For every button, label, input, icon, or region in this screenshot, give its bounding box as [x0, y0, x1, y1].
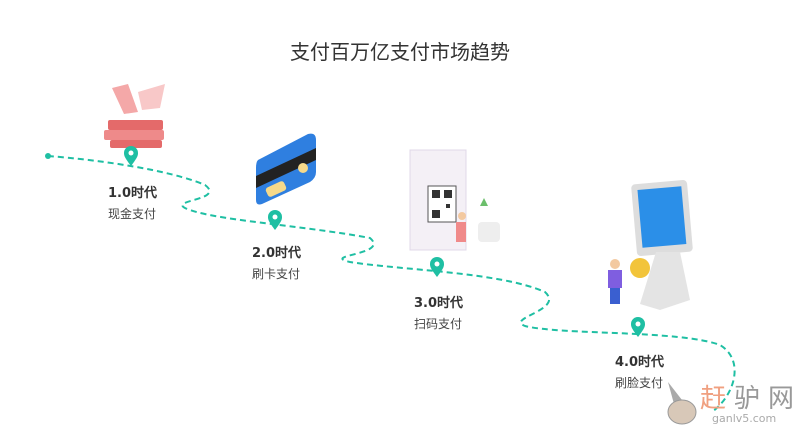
- timeline-path: [47, 155, 736, 413]
- stage-3: 3.0时代 扫码支付: [414, 292, 463, 332]
- donkey-logo-icon: [667, 382, 697, 425]
- page-title: 支付百万亿支付市场趋势: [290, 40, 510, 64]
- stage-1: 1.0时代 现金支付: [108, 182, 157, 222]
- stage-desc: 现金支付: [108, 207, 157, 221]
- stage-desc: 扫码支付: [414, 317, 463, 331]
- cash-stack-icon: [104, 84, 165, 148]
- stage-era: 2.0时代: [252, 246, 302, 261]
- stage-era: 3.0时代: [414, 296, 464, 311]
- location-pin-icon: [124, 146, 645, 337]
- qr-code-icon: [409, 149, 500, 251]
- watermark-cn2: 驴网: [734, 384, 800, 414]
- stage-4: 4.0时代 刷脸支付: [615, 351, 664, 391]
- stage-desc: 刷卡支付: [252, 267, 301, 281]
- stage-era: 4.0时代: [615, 355, 665, 370]
- stage-desc: 刷脸支付: [615, 376, 664, 390]
- face-pay-kiosk-icon: [608, 180, 693, 310]
- stage-era: 1.0时代: [108, 186, 158, 201]
- stage-2: 2.0时代 刷卡支付: [252, 242, 301, 282]
- start-dot: [45, 153, 51, 159]
- bank-card-icon: [256, 133, 316, 205]
- watermark-en: ganlv5.com: [712, 412, 777, 425]
- watermark-cn1: 赶: [700, 384, 735, 414]
